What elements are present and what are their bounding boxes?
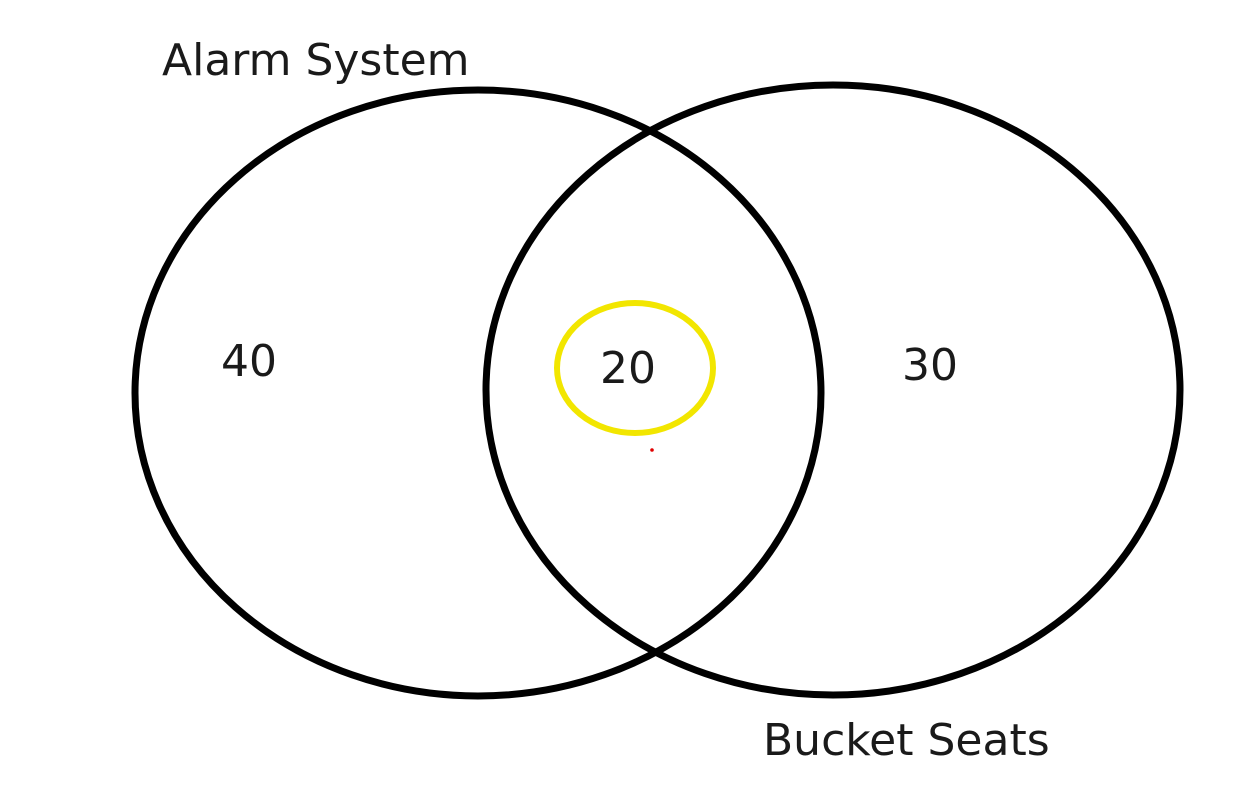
bucket-seats-label: Bucket Seats [763,715,1050,766]
bucket-seats-circle [482,81,1184,699]
intersection-highlight [554,300,716,436]
intersection-value: 20 [600,343,656,394]
marker-dot [650,448,654,452]
only-alarm-system-value: 40 [221,336,277,387]
alarm-system-circle [131,86,825,700]
alarm-system-label: Alarm System [162,35,470,86]
only-bucket-seats-value: 30 [902,340,958,391]
